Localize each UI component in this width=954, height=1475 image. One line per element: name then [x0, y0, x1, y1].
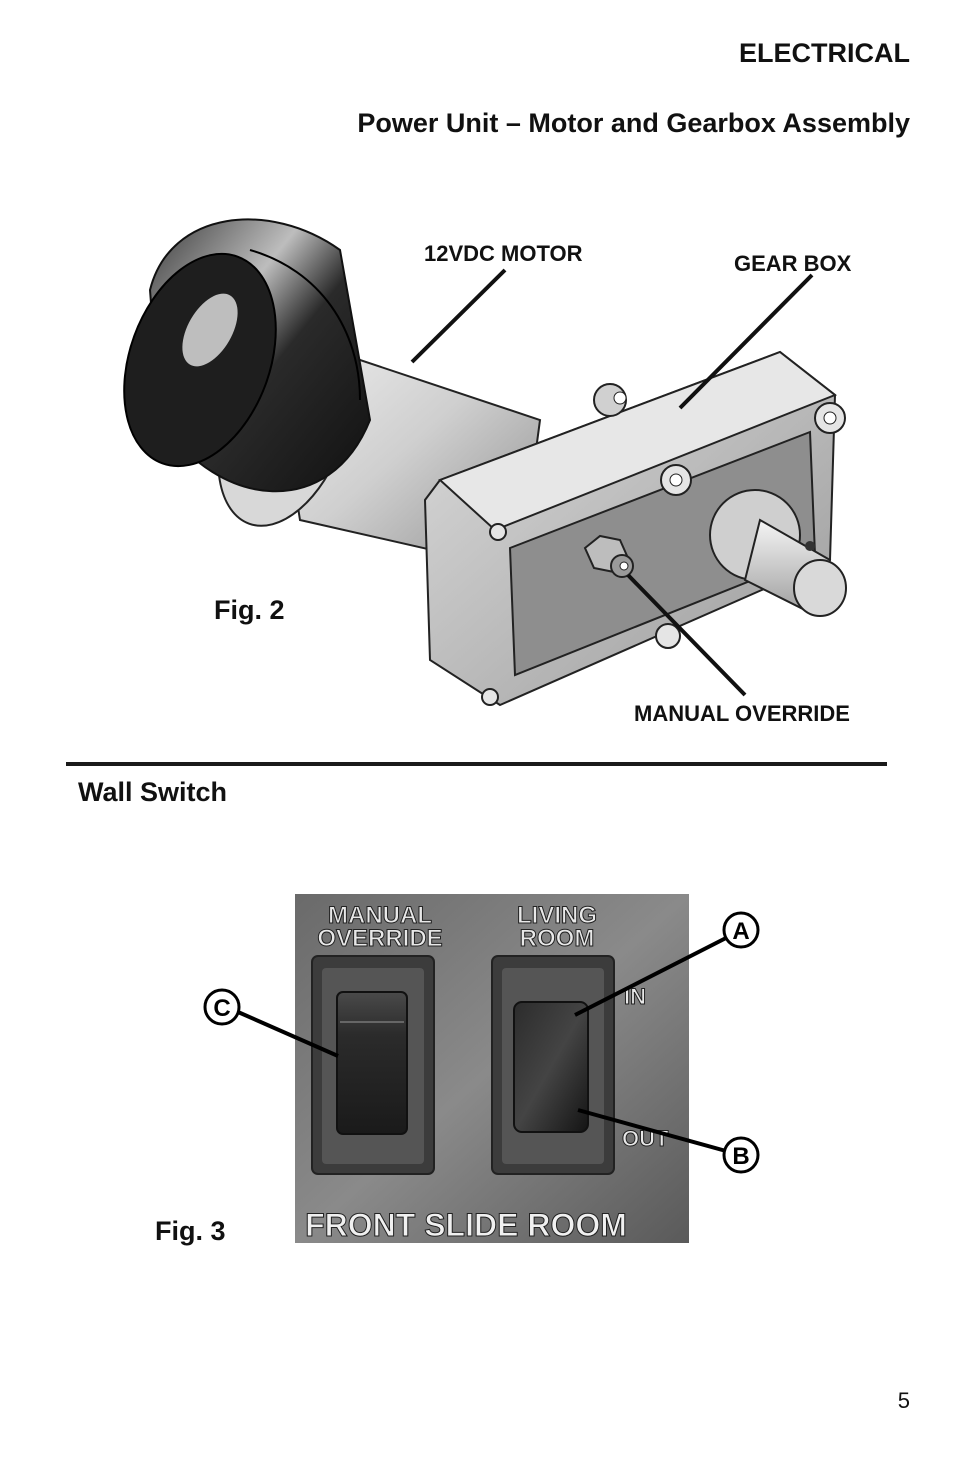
page-number: 5	[897, 1388, 910, 1413]
page-subtitle: Power Unit – Motor and Gearbox Assembly	[357, 108, 910, 138]
left-switch-label-2: OVERRIDE	[317, 925, 442, 952]
marker-a: A	[732, 918, 749, 945]
override-callout: MANUAL OVERRIDE	[634, 701, 850, 726]
fig2-label: Fig. 2	[214, 595, 285, 625]
wall-switch-photo: MANUAL OVERRIDE LIVING ROOM IN OUT FRONT…	[203, 894, 760, 1244]
section-divider	[66, 762, 887, 766]
motor-gearbox-illustration	[123, 218, 847, 707]
gearbox-callout: GEAR BOX	[734, 251, 852, 276]
marker-b-circle	[722, 1136, 760, 1174]
marker-b: B	[732, 1143, 749, 1170]
right-switch-label-2: ROOM	[520, 925, 595, 952]
marker-c: C	[213, 995, 230, 1022]
marker-c-circle	[203, 988, 241, 1026]
in-label: IN	[624, 984, 646, 1009]
wall-switch-title: Wall Switch	[78, 777, 228, 807]
motor-callout: 12VDC MOTOR	[424, 241, 583, 266]
section-title: ELECTRICAL	[739, 38, 910, 68]
left-switch-label-1: MANUAL	[328, 902, 432, 929]
right-switch-label-1: LIVING	[517, 902, 597, 929]
front-slide-room-label: FRONT SLIDE ROOM	[305, 1207, 627, 1243]
fig3-label: Fig. 3	[155, 1216, 226, 1246]
marker-a-circle	[722, 911, 760, 949]
